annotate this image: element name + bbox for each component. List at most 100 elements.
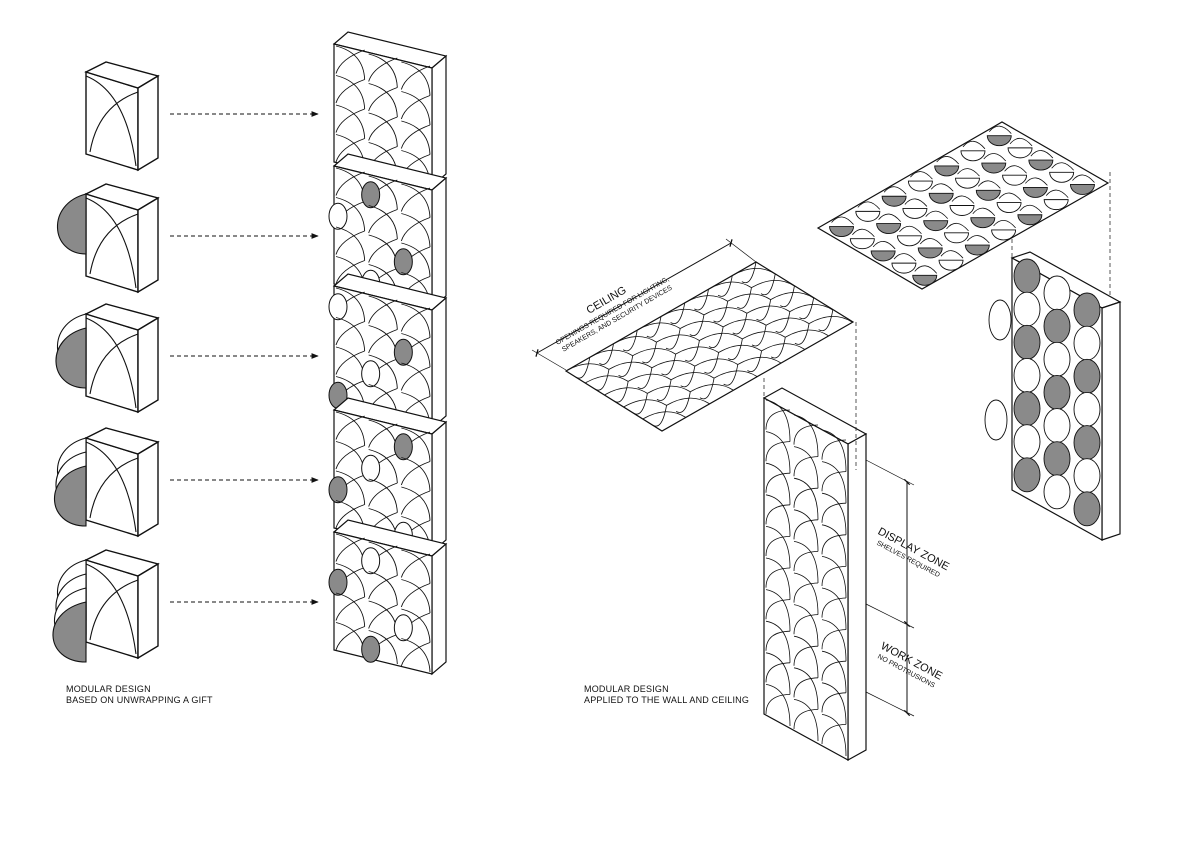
module-petal <box>52 601 87 663</box>
wall-tile-curve <box>765 567 791 588</box>
ceiling-3d-curve <box>852 228 875 237</box>
panel-tile-curve <box>368 295 398 330</box>
panel-tile-curve <box>368 205 398 240</box>
ceiling-3d-curve <box>831 216 854 225</box>
module-panel-step-3 <box>328 273 448 430</box>
wall-tile-curve <box>793 709 819 730</box>
module-side-face <box>137 74 159 172</box>
panel-tile-curve <box>335 563 366 598</box>
panel-tile-curve <box>368 354 398 389</box>
panel-tile-curve <box>401 579 431 614</box>
panel-tile-curve <box>368 87 398 112</box>
ceiling-3d-petal <box>955 177 980 189</box>
panel-tile-curve <box>401 549 431 584</box>
wall-tile-curve <box>765 504 791 525</box>
module-front-face <box>85 559 139 659</box>
module-front-curve <box>89 213 139 275</box>
ceiling-3d-petal <box>1043 199 1069 211</box>
ceiling-3d-curve <box>872 241 896 250</box>
module-panel-step-2 <box>328 153 448 310</box>
ceiling-3d-petal <box>876 223 902 235</box>
module-front-curve <box>89 457 139 519</box>
ceiling-extension-line-right <box>725 238 757 263</box>
ceiling-3d-curve <box>899 225 922 235</box>
ceiling-3d-curve <box>972 207 996 216</box>
wall-tile-curve <box>793 582 819 603</box>
panel-tile-curve <box>401 183 431 218</box>
wall-tile-curve <box>821 650 847 693</box>
ceiling-3d-petal <box>944 232 969 244</box>
panel-tile-curve <box>335 197 366 232</box>
wall-tile-curve <box>765 536 791 557</box>
wall-tile-curve <box>821 587 847 630</box>
panel-tile-curve <box>368 53 398 88</box>
wall-3d-petal <box>1013 324 1041 360</box>
module-front-face <box>85 313 139 413</box>
ceiling-3d-petal <box>938 259 964 271</box>
wall-3d-petal <box>1073 358 1101 394</box>
panel-tile-curve <box>401 213 431 248</box>
panel-tile-curve <box>335 415 365 440</box>
module-front-face <box>85 193 139 293</box>
ceiling-3d-petal <box>949 205 975 216</box>
panel-tile-curve <box>335 592 366 627</box>
wall-tile-curve <box>765 599 791 620</box>
wall-3d-petal <box>1043 308 1071 344</box>
module-front-curve <box>85 441 137 533</box>
wall-tile-curve <box>821 692 847 713</box>
panel-tile-curve <box>335 75 366 110</box>
wall-tile-curve <box>821 597 847 618</box>
ceiling-3d-curve <box>1019 204 1043 214</box>
left-caption-line1: MODULAR DESIGN <box>66 684 151 694</box>
ceiling-tile-curve <box>618 355 634 377</box>
panel-tile-curve <box>401 638 431 673</box>
wall-tile-curve <box>793 477 819 520</box>
wall-tile-curve <box>793 414 819 457</box>
ceiling-tile-curve <box>727 338 743 360</box>
ceiling-3d-curve <box>1051 162 1074 171</box>
panel-tile-curve <box>335 104 366 139</box>
wall-tile-curve <box>793 614 819 635</box>
ceiling-3d-curve <box>910 171 933 180</box>
wall-tile-curve <box>793 645 819 666</box>
panel-petal <box>361 547 381 575</box>
ceiling-3d-petal <box>829 226 854 237</box>
panel-tile-curve <box>401 427 431 462</box>
wall-tile-curve <box>765 557 791 600</box>
wall-3d-petal <box>1043 408 1071 444</box>
wall-tile-curve <box>793 572 819 615</box>
wall-tile-curve <box>821 629 847 650</box>
panel-petal <box>328 476 348 504</box>
unfold-module-step-1 <box>84 61 160 172</box>
wall-tile-curve <box>765 630 791 651</box>
ceiling-dimension-line <box>535 239 733 357</box>
ceiling-3d-curve <box>998 192 1022 201</box>
ceiling-3d-curve <box>930 183 954 192</box>
module-front-curve <box>85 197 137 289</box>
wall-tile-curve <box>793 424 819 445</box>
wall-tile-curve <box>765 589 791 632</box>
panel-tile-curve <box>335 171 365 196</box>
ceiling-tile-curve <box>675 391 691 413</box>
ceiling-3d-petal <box>896 235 922 247</box>
ceiling-3d-curve <box>936 156 959 165</box>
ceiling-3d-petal <box>996 202 1022 214</box>
panel-tile-curve <box>400 583 431 608</box>
ceiling-3d-curve <box>904 198 928 207</box>
wall-tile-curve <box>765 472 791 493</box>
wall-tile-curve <box>793 541 819 584</box>
module-front-face <box>85 437 139 537</box>
wall-tile-curve <box>821 502 847 523</box>
panel-petal <box>328 568 348 596</box>
ceiling-3d-petal <box>917 247 943 259</box>
panel-tile-curve <box>368 209 398 234</box>
ceiling-3d-petal <box>881 195 907 207</box>
panel-tile-curve <box>368 116 398 141</box>
ceiling-tile-curve <box>794 323 810 345</box>
ceiling-3d-petal <box>1070 184 1095 195</box>
ceiling-3d-petal <box>1007 147 1033 159</box>
panel-side-face <box>431 54 447 188</box>
panel-tile-curve <box>335 537 365 562</box>
wall-tile-curve <box>821 429 847 472</box>
panel-tile-curve <box>335 321 365 346</box>
